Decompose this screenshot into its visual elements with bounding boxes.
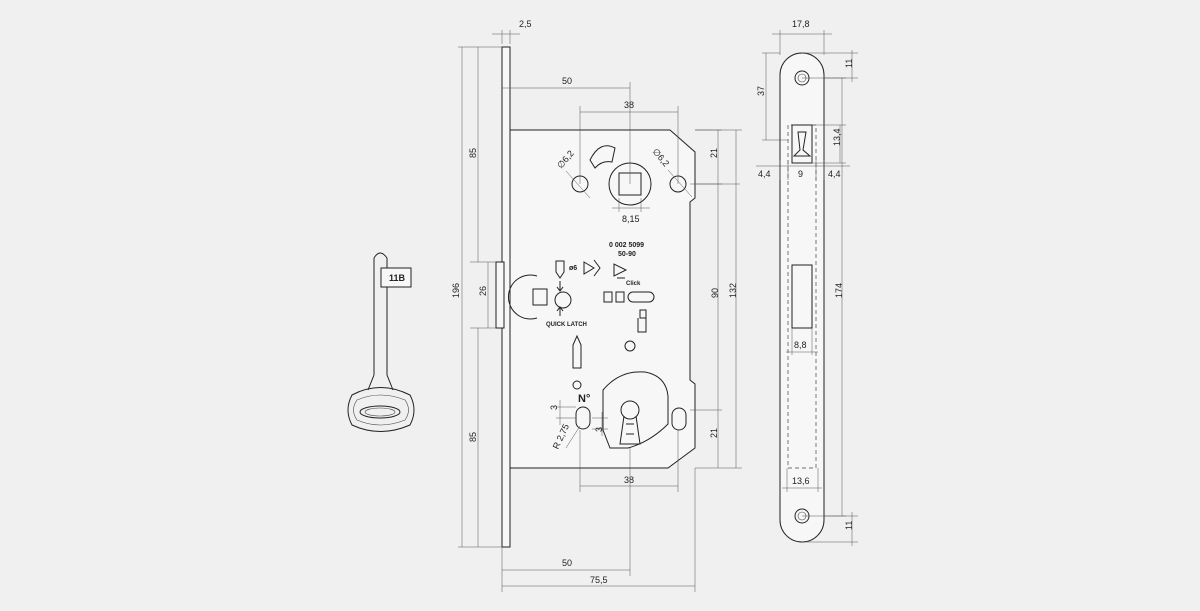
dim-196: 196 (451, 283, 461, 298)
dim-4-4-left: 4,4 (758, 169, 771, 179)
strike-plate-drawing (779, 52, 825, 543)
key-drawing: 11B (347, 252, 415, 432)
quick-latch-label: QUICK LATCH (546, 322, 587, 328)
dim-2-5: 2,5 (519, 19, 532, 29)
strike-dimensions: 17,8 11 37 13,4 4,4 9 4,4 174 8,8 13,6 1… (756, 19, 858, 546)
reversible-latch-icon (583, 259, 601, 277)
lock-case (509, 129, 696, 469)
dim-17-8: 17,8 (792, 19, 810, 29)
strike-bolt-opening (791, 264, 813, 329)
dim-174: 174 (834, 283, 844, 298)
dim-38-bottom: 38 (624, 475, 634, 485)
key-bow (347, 387, 415, 432)
dim-13-6: 13,6 (792, 476, 810, 486)
keyhole (619, 415, 641, 445)
strike-latch-opening (791, 124, 813, 164)
dim-4-4-right: 4,4 (828, 169, 841, 179)
dim-21-top: 21 (709, 148, 719, 158)
dim-8-15: 8,15 (622, 214, 640, 224)
dim-50-top: 50 (562, 76, 572, 86)
part-number: 0 002 5099 (609, 242, 644, 249)
dim-13-4: 13,4 (832, 128, 842, 146)
dim-38-top: 38 (624, 100, 634, 110)
phi6-label: ø6 (569, 265, 577, 272)
dim-37: 37 (756, 86, 766, 96)
click-latch-icon (613, 263, 628, 277)
dim-8-8: 8,8 (794, 340, 807, 350)
numero-label: N° (578, 393, 590, 405)
lock-dimensions: 2,5 50 38 ∅6,2 ∅6,2 21 8,15 196 85 26 85… (451, 19, 742, 592)
dim-85-top: 85 (468, 148, 478, 158)
lock-symbol-icon (555, 260, 565, 279)
dim-132: 132 (728, 283, 738, 298)
dim-85-bottom: 85 (468, 432, 478, 442)
dim-26: 26 (478, 286, 488, 296)
key-tag-bit (380, 267, 412, 288)
cylinder-area (602, 371, 669, 449)
dim-21-bottom: 21 (709, 428, 719, 438)
dim-3-a: 3 (549, 405, 559, 410)
strike-plate (779, 52, 825, 543)
click-label: Click (626, 281, 641, 287)
dim-11-bottom: 11 (844, 521, 854, 530)
key-tag-label: 11B (389, 273, 406, 283)
dim-3-b: 3 (594, 427, 604, 432)
dim-11-top: 11 (844, 59, 854, 68)
dim-50-bottom: 50 (562, 558, 572, 568)
dim-90: 90 (710, 288, 720, 298)
lock-body-drawing: ø6 QUICK LATCH 0 002 5099 50-90 Click N° (495, 46, 696, 548)
dim-75-5: 75,5 (590, 575, 608, 585)
latch-bolt (495, 261, 505, 329)
size-range: 50-90 (618, 251, 636, 258)
dim-9: 9 (798, 169, 803, 179)
